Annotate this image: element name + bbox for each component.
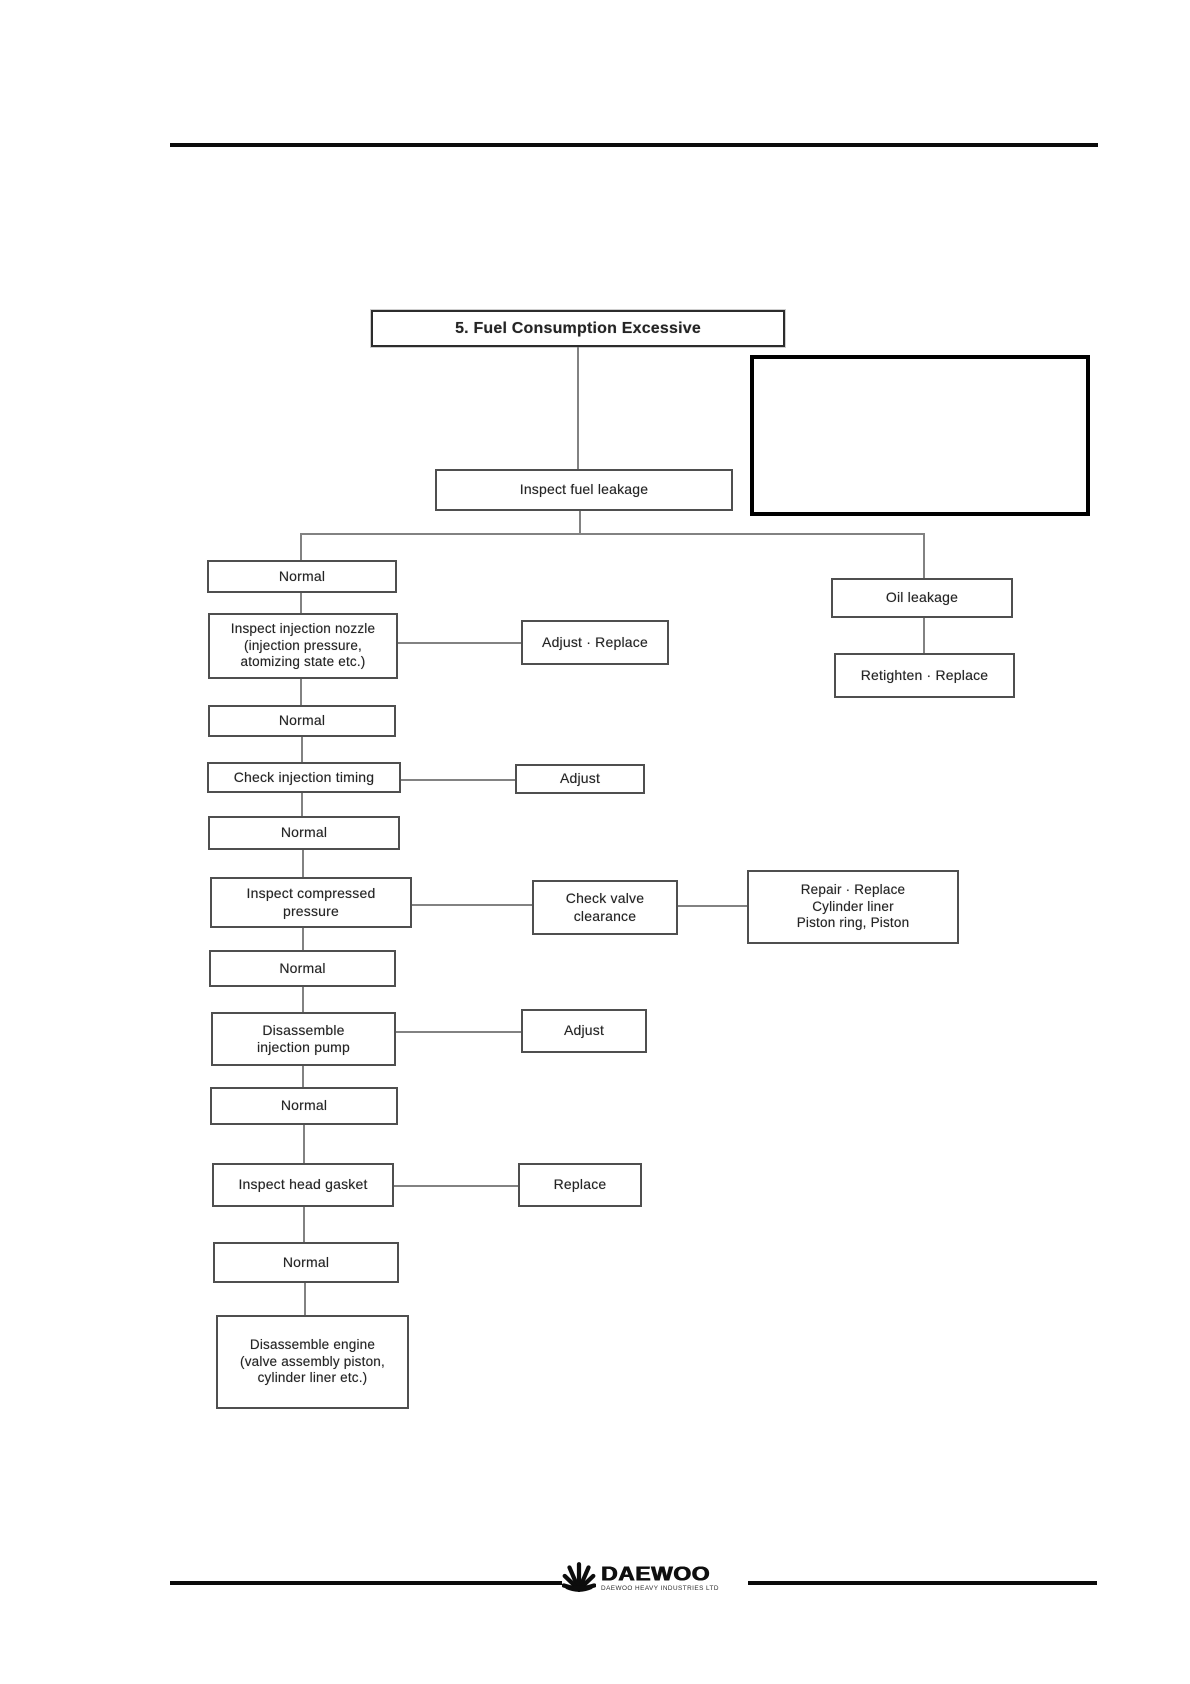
connector-normal5-to-gasket xyxy=(303,1125,305,1163)
connector-normal2-to-timing xyxy=(301,737,303,762)
node-inspect-fuel-leakage: Inspect fuel leakage xyxy=(435,469,733,511)
node-normal-5: Normal xyxy=(210,1087,398,1125)
connector-branch-to-oil xyxy=(923,535,925,578)
connector-gasket-to-normal6 xyxy=(303,1207,305,1242)
node-inspect-head-gasket: Inspect head gasket xyxy=(212,1163,394,1207)
node-empty-note-box xyxy=(750,355,1090,516)
connector-normal6-to-engine xyxy=(304,1283,306,1315)
connector-gasket-to-replace xyxy=(394,1185,518,1187)
node-title: 5. Fuel Consumption Excessive xyxy=(371,310,785,347)
node-oil-leakage: Oil leakage xyxy=(831,578,1013,618)
connector-normal4-to-pump xyxy=(302,987,304,1012)
daewoo-shell-icon xyxy=(562,1562,596,1592)
connector-branch-bar xyxy=(300,533,925,535)
connector-nozzle-to-normal2 xyxy=(300,679,302,705)
node-normal-2: Normal xyxy=(208,705,396,737)
node-normal-4: Normal xyxy=(209,950,396,987)
connector-title-to-fuel xyxy=(577,347,579,469)
connector-oil-to-retighten xyxy=(923,618,925,653)
top-rule xyxy=(170,143,1098,147)
node-retighten-replace: Retighten · Replace xyxy=(834,653,1015,698)
brand-subtitle: DAEWOO HEAVY INDUSTRIES LTD xyxy=(601,1584,719,1592)
connector-timing-to-adjust xyxy=(401,779,515,781)
connector-pump-to-adjust xyxy=(396,1031,521,1033)
brand-text-block: DAEWOO DAEWOO HEAVY INDUSTRIES LTD xyxy=(601,1562,719,1592)
node-check-injection-timing: Check injection timing xyxy=(207,762,401,793)
daewoo-logo: DAEWOO DAEWOO HEAVY INDUSTRIES LTD xyxy=(562,1553,747,1601)
node-repair-replace-cylinder: Repair · Replace Cylinder liner Piston r… xyxy=(747,870,959,944)
brand-wordmark: DAEWOO xyxy=(601,1561,711,1585)
connector-valve-to-repair xyxy=(678,905,747,907)
connector-timing-to-normal3 xyxy=(301,793,303,816)
node-disassemble-engine: Disassemble engine (valve assembly pisto… xyxy=(216,1315,409,1409)
connector-normal3-to-pressure xyxy=(302,850,304,877)
node-normal-6: Normal xyxy=(213,1242,399,1283)
connector-pressure-to-normal4 xyxy=(302,928,304,950)
node-adjust-pump: Adjust xyxy=(521,1009,647,1053)
node-inspect-injection-nozzle: Inspect injection nozzle (injection pres… xyxy=(208,613,398,679)
connector-branch-to-normal1 xyxy=(300,535,302,560)
node-inspect-compressed-pressure: Inspect compressed pressure xyxy=(210,877,412,928)
connector-normal1-to-nozzle xyxy=(300,593,302,613)
footer-rule-left xyxy=(170,1581,562,1585)
node-check-valve-clearance: Check valve clearance xyxy=(532,880,678,935)
node-adjust-replace: Adjust · Replace xyxy=(521,620,669,665)
node-normal-1: Normal xyxy=(207,560,397,593)
node-normal-3: Normal xyxy=(208,816,400,850)
node-replace-gasket: Replace xyxy=(518,1163,642,1207)
node-disassemble-injection-pump: Disassemble injection pump xyxy=(211,1012,396,1066)
connector-nozzle-to-adjust-replace xyxy=(398,642,521,644)
footer-rule-right xyxy=(748,1581,1097,1585)
node-adjust-timing: Adjust xyxy=(515,764,645,794)
connector-pressure-to-valve xyxy=(412,904,532,906)
connector-pump-to-normal5 xyxy=(302,1066,304,1087)
connector-fuel-to-branch xyxy=(579,511,581,535)
